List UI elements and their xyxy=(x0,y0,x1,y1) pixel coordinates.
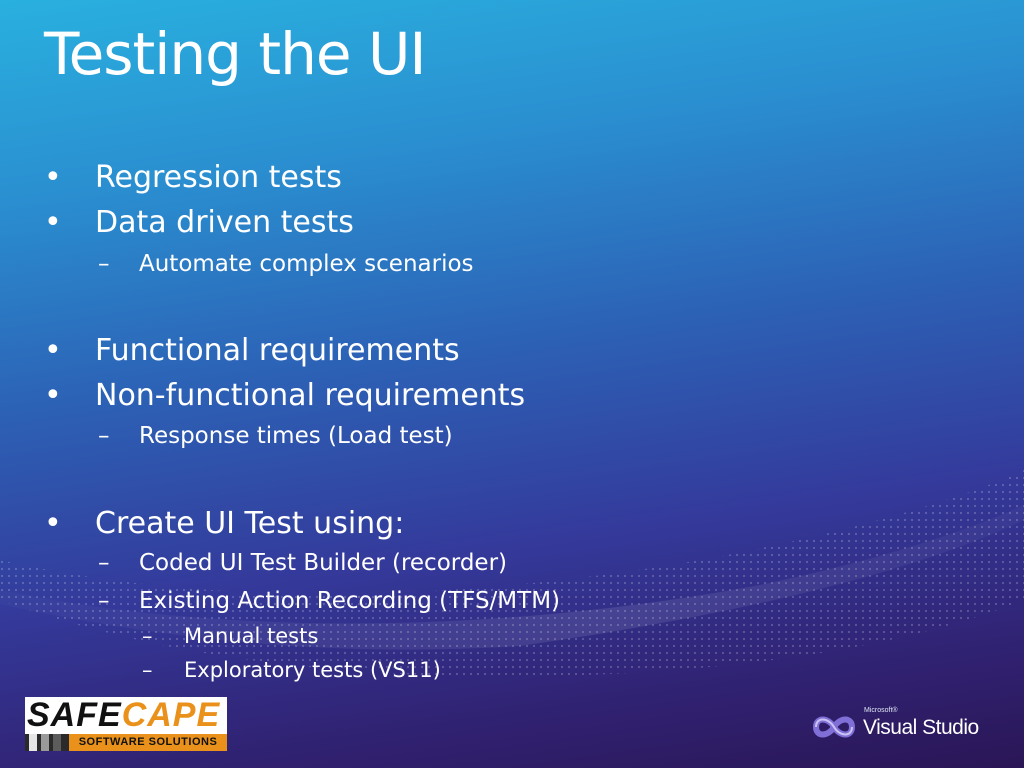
bullet-text: Create UI Test using: xyxy=(95,506,405,541)
sub-bullet-text: Automate complex scenarios xyxy=(139,251,474,277)
dash-marker: – xyxy=(98,251,110,277)
visual-studio-logo: Microsoft® Visual Studio xyxy=(808,707,988,747)
logo-stripe xyxy=(53,734,61,751)
bullet-text: Non-functional requirements xyxy=(95,378,526,413)
sub-sub-bullet-text: Manual tests xyxy=(184,624,319,648)
sub-bullet-text: Response times (Load test) xyxy=(139,423,453,449)
dash-marker: – xyxy=(98,550,110,576)
bullet-marker: • xyxy=(44,506,62,541)
slide-title: Testing the UI xyxy=(44,20,427,88)
dash-marker: – xyxy=(142,658,153,682)
logo-stripe xyxy=(41,734,49,751)
sub-bullet-text: Coded UI Test Builder (recorder) xyxy=(139,550,507,576)
bullet-text: Regression tests xyxy=(95,160,342,195)
safecape-wordmark: SAFECAPE xyxy=(27,697,225,733)
logo-tagline: SOFTWARE SOLUTIONS xyxy=(69,734,227,751)
bullet-marker: • xyxy=(44,160,62,195)
bullet-marker: • xyxy=(44,205,62,240)
visual-studio-label: Visual Studio xyxy=(863,716,979,739)
infinity-icon xyxy=(812,716,856,738)
microsoft-label: Microsoft® xyxy=(864,707,898,714)
safecape-logo: SAFECAPE SOFTWARE SOLUTIONS xyxy=(25,697,227,751)
dash-marker: – xyxy=(98,588,110,614)
bullet-text: Functional requirements xyxy=(95,333,460,368)
wordmark-part2: CAPE xyxy=(121,697,221,734)
wordmark-part1: SAFE xyxy=(27,697,122,734)
bullet-marker: • xyxy=(44,378,62,413)
bullet-marker: • xyxy=(44,333,62,368)
dash-marker: – xyxy=(98,423,110,449)
dash-marker: – xyxy=(142,624,153,648)
sub-sub-bullet-text: Exploratory tests (VS11) xyxy=(184,658,441,682)
logo-stripe xyxy=(29,734,37,751)
bullet-text: Data driven tests xyxy=(95,205,354,240)
sub-bullet-text: Existing Action Recording (TFS/MTM) xyxy=(139,588,561,614)
